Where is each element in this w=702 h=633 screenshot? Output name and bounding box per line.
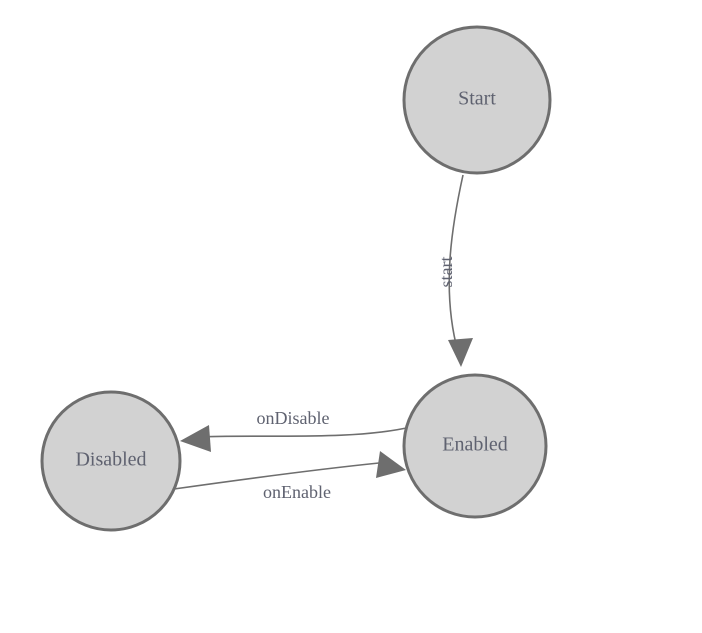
edge-start-to-enabled-path xyxy=(448,174,464,353)
edge-label-start: start xyxy=(436,257,456,288)
edge-start-to-enabled-arrowhead xyxy=(448,338,473,367)
edge-start-to-enabled[interactable] xyxy=(448,174,473,367)
node-enabled-label: Enabled xyxy=(442,434,508,456)
edge-disabled-to-enabled-path xyxy=(173,462,380,490)
edge-disabled-to-enabled[interactable] xyxy=(173,451,406,490)
node-disabled[interactable]: Disabled xyxy=(40,390,182,532)
node-disabled-label: Disabled xyxy=(75,449,146,471)
node-disabled-circle xyxy=(40,390,182,532)
node-start-circle xyxy=(402,25,552,175)
node-start[interactable]: Start xyxy=(402,25,552,175)
edge-label-ondisable: onDisable xyxy=(257,408,330,428)
edge-enabled-to-disabled-path xyxy=(195,426,412,438)
node-enabled[interactable]: Enabled xyxy=(402,373,548,519)
edge-disabled-to-enabled-arrowhead xyxy=(376,451,406,478)
node-start-label: Start xyxy=(458,88,496,110)
edge-enabled-to-disabled-arrowhead xyxy=(180,425,211,452)
node-enabled-circle xyxy=(402,373,548,519)
edge-enabled-to-disabled[interactable] xyxy=(180,425,412,452)
edge-label-onenable: onEnable xyxy=(263,482,331,502)
